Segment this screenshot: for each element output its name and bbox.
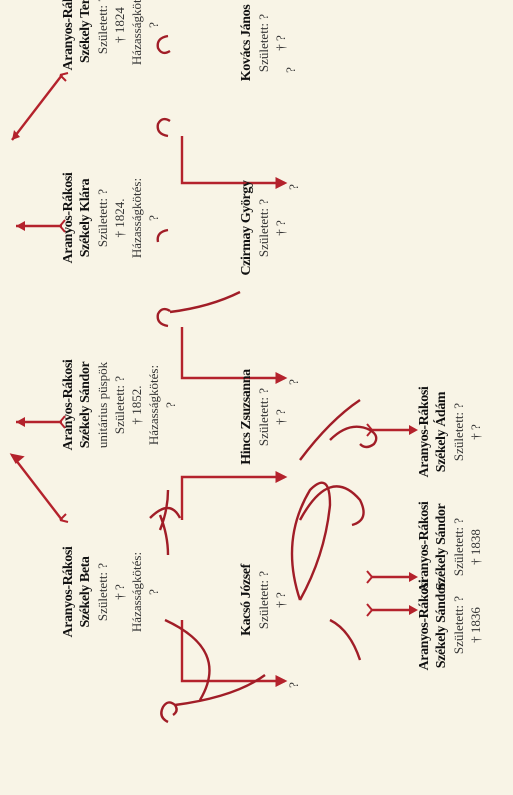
person-name-line2: Székely Sándor [434,503,449,591]
person-name-line1: Aranyos-Rákosi [61,172,76,264]
born: Született: ? [112,375,127,435]
marriage-label: Házasságkötés: [129,551,144,633]
born: Született: ? [256,198,271,258]
arrow-terez-parent [11,74,63,141]
person-name-line1: Aranyos-Rákosi [61,546,76,638]
unknown-4: ? [282,67,298,73]
person-name-line2: Székely Beta [78,556,93,628]
died: † 1838 [468,529,483,565]
born: Született: ? [95,562,110,622]
died: † ? [468,424,483,440]
person-title: unitárius püspök [95,361,110,449]
marriage-date: ? [146,22,161,28]
person-name: Hincs Zsuzsanna [239,369,254,465]
died: † ? [273,220,288,236]
died: † ? [273,35,288,51]
unknown-1: ? [286,682,301,688]
person-name-line1: Aranyos-Rákosi [417,386,432,478]
born: Született: ? [95,0,110,55]
marriage-date: ? [146,215,161,221]
person-name-line2: Székely Teréz [78,0,93,64]
person-name-line1: Aranyos-Rákosi [61,0,76,71]
born: Született: ? [95,188,110,248]
person-name-line2: Székely Klára [78,178,93,258]
died: † 1824 [112,7,127,43]
born: Született: ? [451,517,466,577]
marriage-date: ? [146,589,161,595]
person-name: Kacsó József [239,564,254,636]
person-name-line1: Aranyos-Rákosi [61,359,76,451]
died: † ? [273,409,288,425]
marriage-label: Házasságkötés: [129,177,144,259]
person-name: Kovács János [239,4,254,82]
born: Született: ? [256,387,271,447]
died: † 1824. [112,198,127,238]
person-name-line2: Székely Sándor [78,361,93,449]
marriage-label: Házasságkötés: [146,364,161,446]
died: † 1852. [129,385,144,425]
died: † ? [112,584,127,600]
died: † ? [273,592,288,608]
born: Született: ? [256,13,271,73]
marriage-date: ? [163,402,178,408]
marriage-label: Házasságkötés: [129,0,144,66]
person-name-line2: Székely Ádám [434,391,449,473]
born: Született: ? [256,570,271,630]
person-name-line1: Aranyos-Rákosi [417,501,432,593]
arrow-beta-parent [9,453,63,521]
person-name: Czirmay György [239,180,254,276]
born: Született: ? [451,402,466,462]
bracket-sandor [180,471,288,520]
